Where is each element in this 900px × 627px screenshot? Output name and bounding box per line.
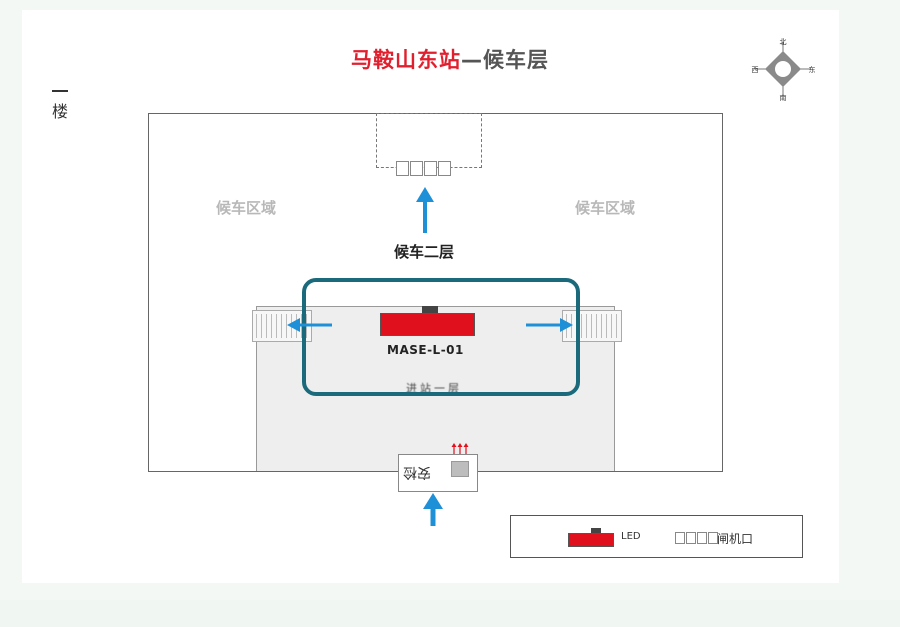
floor-dash xyxy=(52,90,68,92)
gate-unit xyxy=(410,161,423,176)
escalator-steps xyxy=(256,314,308,338)
gate-unit xyxy=(396,161,409,176)
floor-name: —候车层 xyxy=(461,48,549,72)
led-mount xyxy=(422,306,438,313)
gate-unit xyxy=(708,532,718,544)
legend-gate-label: 闸机口 xyxy=(717,532,754,546)
gate-unit xyxy=(697,532,707,544)
escalator-steps xyxy=(566,314,618,338)
footer-strip xyxy=(0,600,900,627)
led-id-label: MASE-L-01 xyxy=(387,343,464,357)
gate-top xyxy=(396,161,451,176)
legend-led-mount xyxy=(591,528,601,533)
security-machine-icon xyxy=(451,461,469,477)
security-check: 安检 xyxy=(398,454,478,492)
gate-unit xyxy=(675,532,685,544)
floor-label: 楼 xyxy=(52,90,68,122)
security-label: 安检 xyxy=(403,464,431,480)
highlight-frame xyxy=(302,278,580,396)
upper-floor-label: 候车二层 xyxy=(394,243,455,261)
legend-led-label: LED xyxy=(621,531,641,542)
compass-west: 西 xyxy=(752,66,759,74)
lower-floor-label: 进站一层 xyxy=(406,382,462,395)
page-title: 马鞍山东站—候车层 xyxy=(0,44,900,74)
compass-east: 东 xyxy=(809,65,816,74)
legend-gate-swatch xyxy=(675,532,718,544)
compass-north: 北 xyxy=(780,38,787,46)
waiting-area-right: 候车区域 xyxy=(575,199,636,217)
station-name: 马鞍山东站 xyxy=(351,48,461,72)
gate-unit xyxy=(438,161,451,176)
floor-label-text: 楼 xyxy=(52,102,69,121)
compass-icon: 北 南 西 东 xyxy=(752,38,816,102)
led-screen xyxy=(380,313,475,336)
legend: LED 闸机口 xyxy=(510,515,803,558)
waiting-area-left: 候车区域 xyxy=(216,199,277,217)
legend-led-swatch xyxy=(568,533,614,547)
gate-unit xyxy=(686,532,696,544)
upper-gate-zone xyxy=(376,113,482,168)
compass-south: 南 xyxy=(780,93,787,102)
gate-unit xyxy=(424,161,437,176)
